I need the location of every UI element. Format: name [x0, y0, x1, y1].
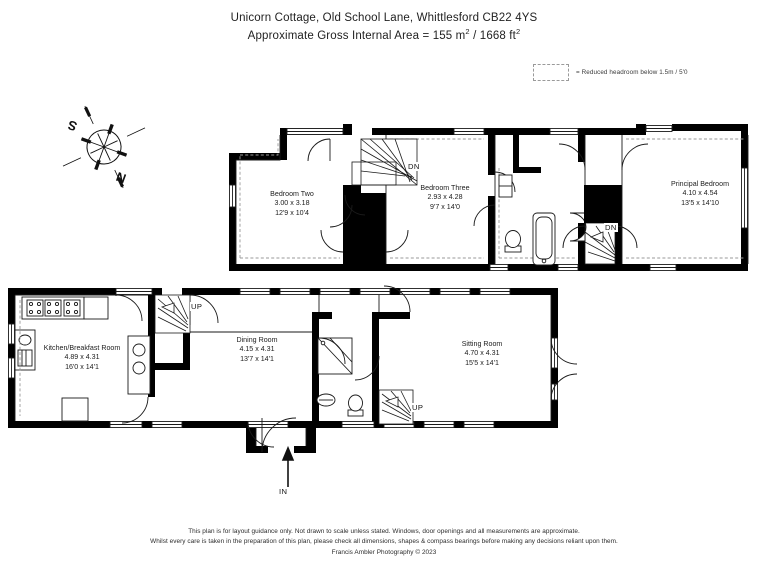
hob-icon [26, 299, 81, 317]
gross-internal-area: Approximate Gross Internal Area = 155 m2… [0, 27, 768, 45]
room-imperial-dimensions: 13'7 x 14'1 [240, 354, 274, 363]
area-sup-imperial: 2 [516, 26, 521, 36]
stair-marker-dn-upper: DN [407, 162, 421, 171]
first-floor-plan [229, 124, 749, 271]
room-label-principal-bedroom: Principal Bedroom 4.10 x 4.54 13'5 x 14'… [640, 180, 760, 208]
area-text-prefix: Approximate Gross Internal Area = 155 m [247, 29, 466, 42]
entrance-label: IN [279, 487, 288, 496]
stair-marker-up-kitchen: UP [190, 302, 204, 311]
legend-label: = Reduced headroom below 1.5m / 5'0 [576, 69, 688, 76]
legend: = Reduced headroom below 1.5m / 5'0 [533, 64, 688, 81]
basin-icon-ground [316, 393, 336, 407]
room-label-dining-room: Dining Room 4.15 x 4.31 13'7 x 14'1 [197, 336, 317, 364]
kitchen-base-unit-icon [61, 397, 89, 422]
page-title: Unicorn Cottage, Old School Lane, Whittl… [0, 10, 768, 44]
room-label-kitchen-breakfast-room: Kitchen/Breakfast Room 4.89 x 4.31 16'0 … [22, 344, 142, 372]
room-imperial-dimensions: 9'7 x 14'0 [430, 202, 460, 211]
stair-marker-dn-principal: DN [604, 223, 618, 232]
compass-rose-icon: S N [62, 105, 146, 189]
area-sup-metric: 2 [465, 26, 470, 36]
room-metric-dimensions: 4.15 x 4.31 [239, 345, 275, 354]
wc-icon [504, 230, 522, 253]
bathroom-fixtures-first-floor [498, 174, 587, 266]
property-address: Unicorn Cottage, Old School Lane, Whittl… [230, 12, 538, 24]
room-label-bedroom-two: Bedroom Two 3.00 x 3.18 12'9 x 10'4 [232, 190, 352, 218]
footer-credit: Francis Ambler Photography © 2023 [331, 548, 437, 556]
area-text-mid: / 1668 ft [469, 29, 516, 42]
staircase-up-kitchen [154, 294, 191, 334]
wc-icon-ground [347, 394, 364, 417]
ground-floor-plan [8, 285, 578, 453]
room-name: Bedroom Two [270, 190, 314, 198]
room-name: Principal Bedroom [671, 180, 729, 188]
cloakroom-fixtures [316, 337, 364, 417]
stair-marker-up-sitting: UP [411, 403, 425, 412]
first-floor-doors [307, 138, 649, 253]
room-imperial-dimensions: 13'5 x 14'10 [681, 198, 719, 207]
room-label-bedroom-three: Bedroom Three 2.93 x 4.28 9'7 x 14'0 [385, 184, 505, 212]
room-metric-dimensions: 3.00 x 3.18 [274, 199, 310, 208]
room-label-sitting-room: Sitting Room 4.70 x 4.31 15'5 x 14'1 [422, 340, 542, 368]
room-imperial-dimensions: 12'9 x 10'4 [275, 208, 309, 217]
first-floor-windows [229, 125, 748, 271]
footer-line-1: This plan is for layout guidance only. N… [188, 528, 580, 535]
reduced-headroom-swatch-icon [533, 64, 569, 81]
room-name: Kitchen/Breakfast Room [43, 344, 121, 352]
first-floor-detail-lines [235, 128, 749, 264]
room-metric-dimensions: 4.70 x 4.31 [464, 349, 500, 358]
room-metric-dimensions: 4.89 x 4.31 [64, 353, 100, 362]
room-metric-dimensions: 4.10 x 4.54 [682, 189, 718, 198]
ground-floor-windows [8, 288, 558, 428]
kitchen-fittings [14, 296, 151, 422]
entrance-arrow-icon [281, 445, 295, 487]
ground-floor-doors [115, 285, 578, 453]
room-metric-dimensions: 2.93 x 4.28 [427, 193, 463, 202]
footer-line-2: Whilst every care is taken in the prepar… [150, 537, 618, 545]
first-floor-wardrobes [584, 185, 615, 223]
room-name: Dining Room [236, 336, 278, 344]
footer-disclaimer: This plan is for layout guidance only. N… [0, 527, 768, 558]
room-name: Bedroom Three [420, 184, 470, 192]
room-imperial-dimensions: 15'5 x 14'1 [465, 358, 499, 367]
staircase-up-sitting [378, 389, 414, 425]
room-name: Sitting Room [461, 340, 503, 348]
room-imperial-dimensions: 16'0 x 14'1 [65, 362, 99, 371]
